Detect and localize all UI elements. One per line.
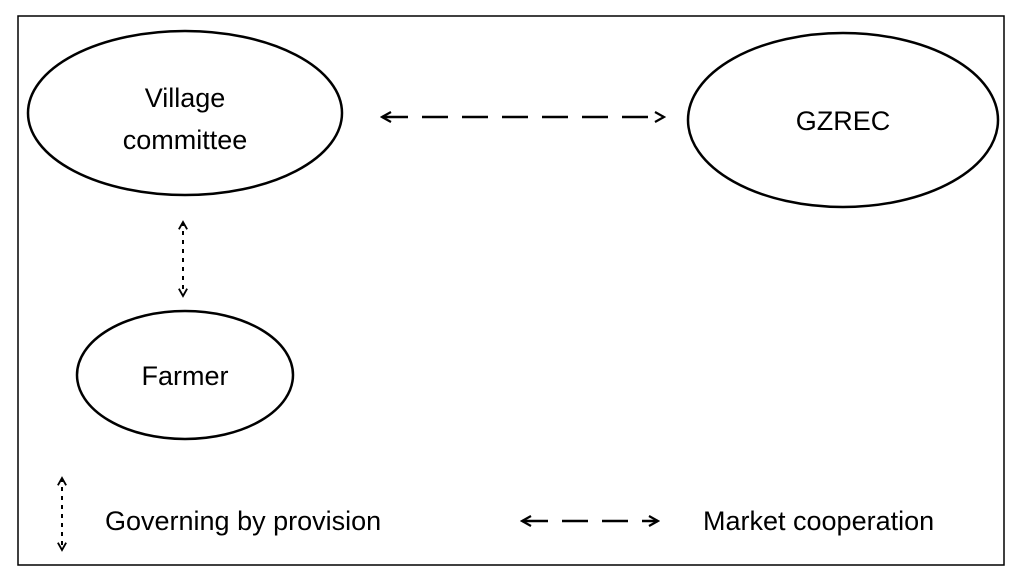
legend-governing-label: Governing by provision bbox=[105, 506, 381, 536]
village-committee-label-line2: committee bbox=[123, 125, 248, 155]
legend-market-label: Market cooperation bbox=[703, 506, 934, 536]
node-gzrec: GZREC bbox=[686, 31, 1000, 209]
farmer-label: Farmer bbox=[142, 361, 229, 391]
gzrec-ellipse bbox=[686, 31, 1000, 209]
village-committee-ellipse bbox=[26, 29, 344, 197]
diagram-border bbox=[17, 15, 1005, 566]
node-village-committee: Village committee bbox=[26, 29, 344, 197]
village-committee-label-line1: Village bbox=[145, 83, 226, 113]
farmer-ellipse bbox=[75, 309, 295, 441]
node-farmer: Farmer bbox=[75, 309, 295, 441]
gzrec-label: GZREC bbox=[796, 106, 891, 136]
